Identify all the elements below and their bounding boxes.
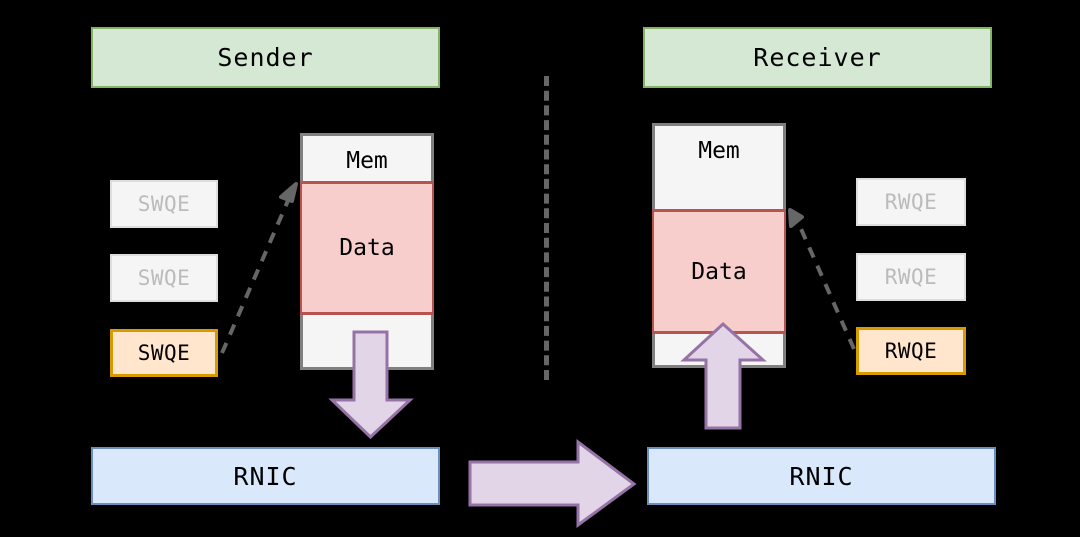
sender-data-region: Data [300,181,434,315]
sender-wqe-item-2[interactable]: SWQE [110,254,218,302]
receiver-memory-label: Mem [698,138,740,164]
receiver-wqe-item-2[interactable]: RWQE [856,253,966,301]
receiver-wqe-label-3: RWQE [884,339,938,363]
sender-rnic-label: RNIC [233,461,298,491]
nic-to-nic-arrow [468,439,637,528]
receiver-wqe-item-1[interactable]: RWQE [856,178,966,226]
sender-wqe-label-2: SWQE [137,266,191,290]
sender-data-label: Data [339,235,395,261]
receiver-header-label: Receiver [753,43,882,72]
receiver-rwqe-to-memory-dashed-arrow [788,208,856,350]
sender-receiver-divider [544,76,549,380]
sender-header-label: Sender [217,43,314,72]
sender-wqe-label-3: SWQE [137,341,191,365]
receiver-rnic-label: RNIC [789,461,854,491]
sender-rnic-box: RNIC [91,447,440,505]
receiver-wqe-label-2: RWQE [884,265,938,289]
receiver-wqe-label-1: RWQE [884,190,938,214]
receiver-header-box: Receiver [643,27,992,88]
sender-wqe-item-3-active[interactable]: SWQE [110,329,218,377]
sender-wqe-item-1[interactable]: SWQE [110,180,218,228]
receiver-data-region: Data [652,209,786,334]
receiver-rnic-box: RNIC [647,447,996,505]
sender-swqe-to-memory-dashed-arrow [220,182,298,354]
receiver-data-label: Data [691,258,747,285]
sender-memory-label: Mem [346,148,388,174]
sender-wqe-label-1: SWQE [137,192,191,216]
sender-header-box: Sender [91,27,440,88]
receiver-wqe-item-3-active[interactable]: RWQE [856,327,966,375]
